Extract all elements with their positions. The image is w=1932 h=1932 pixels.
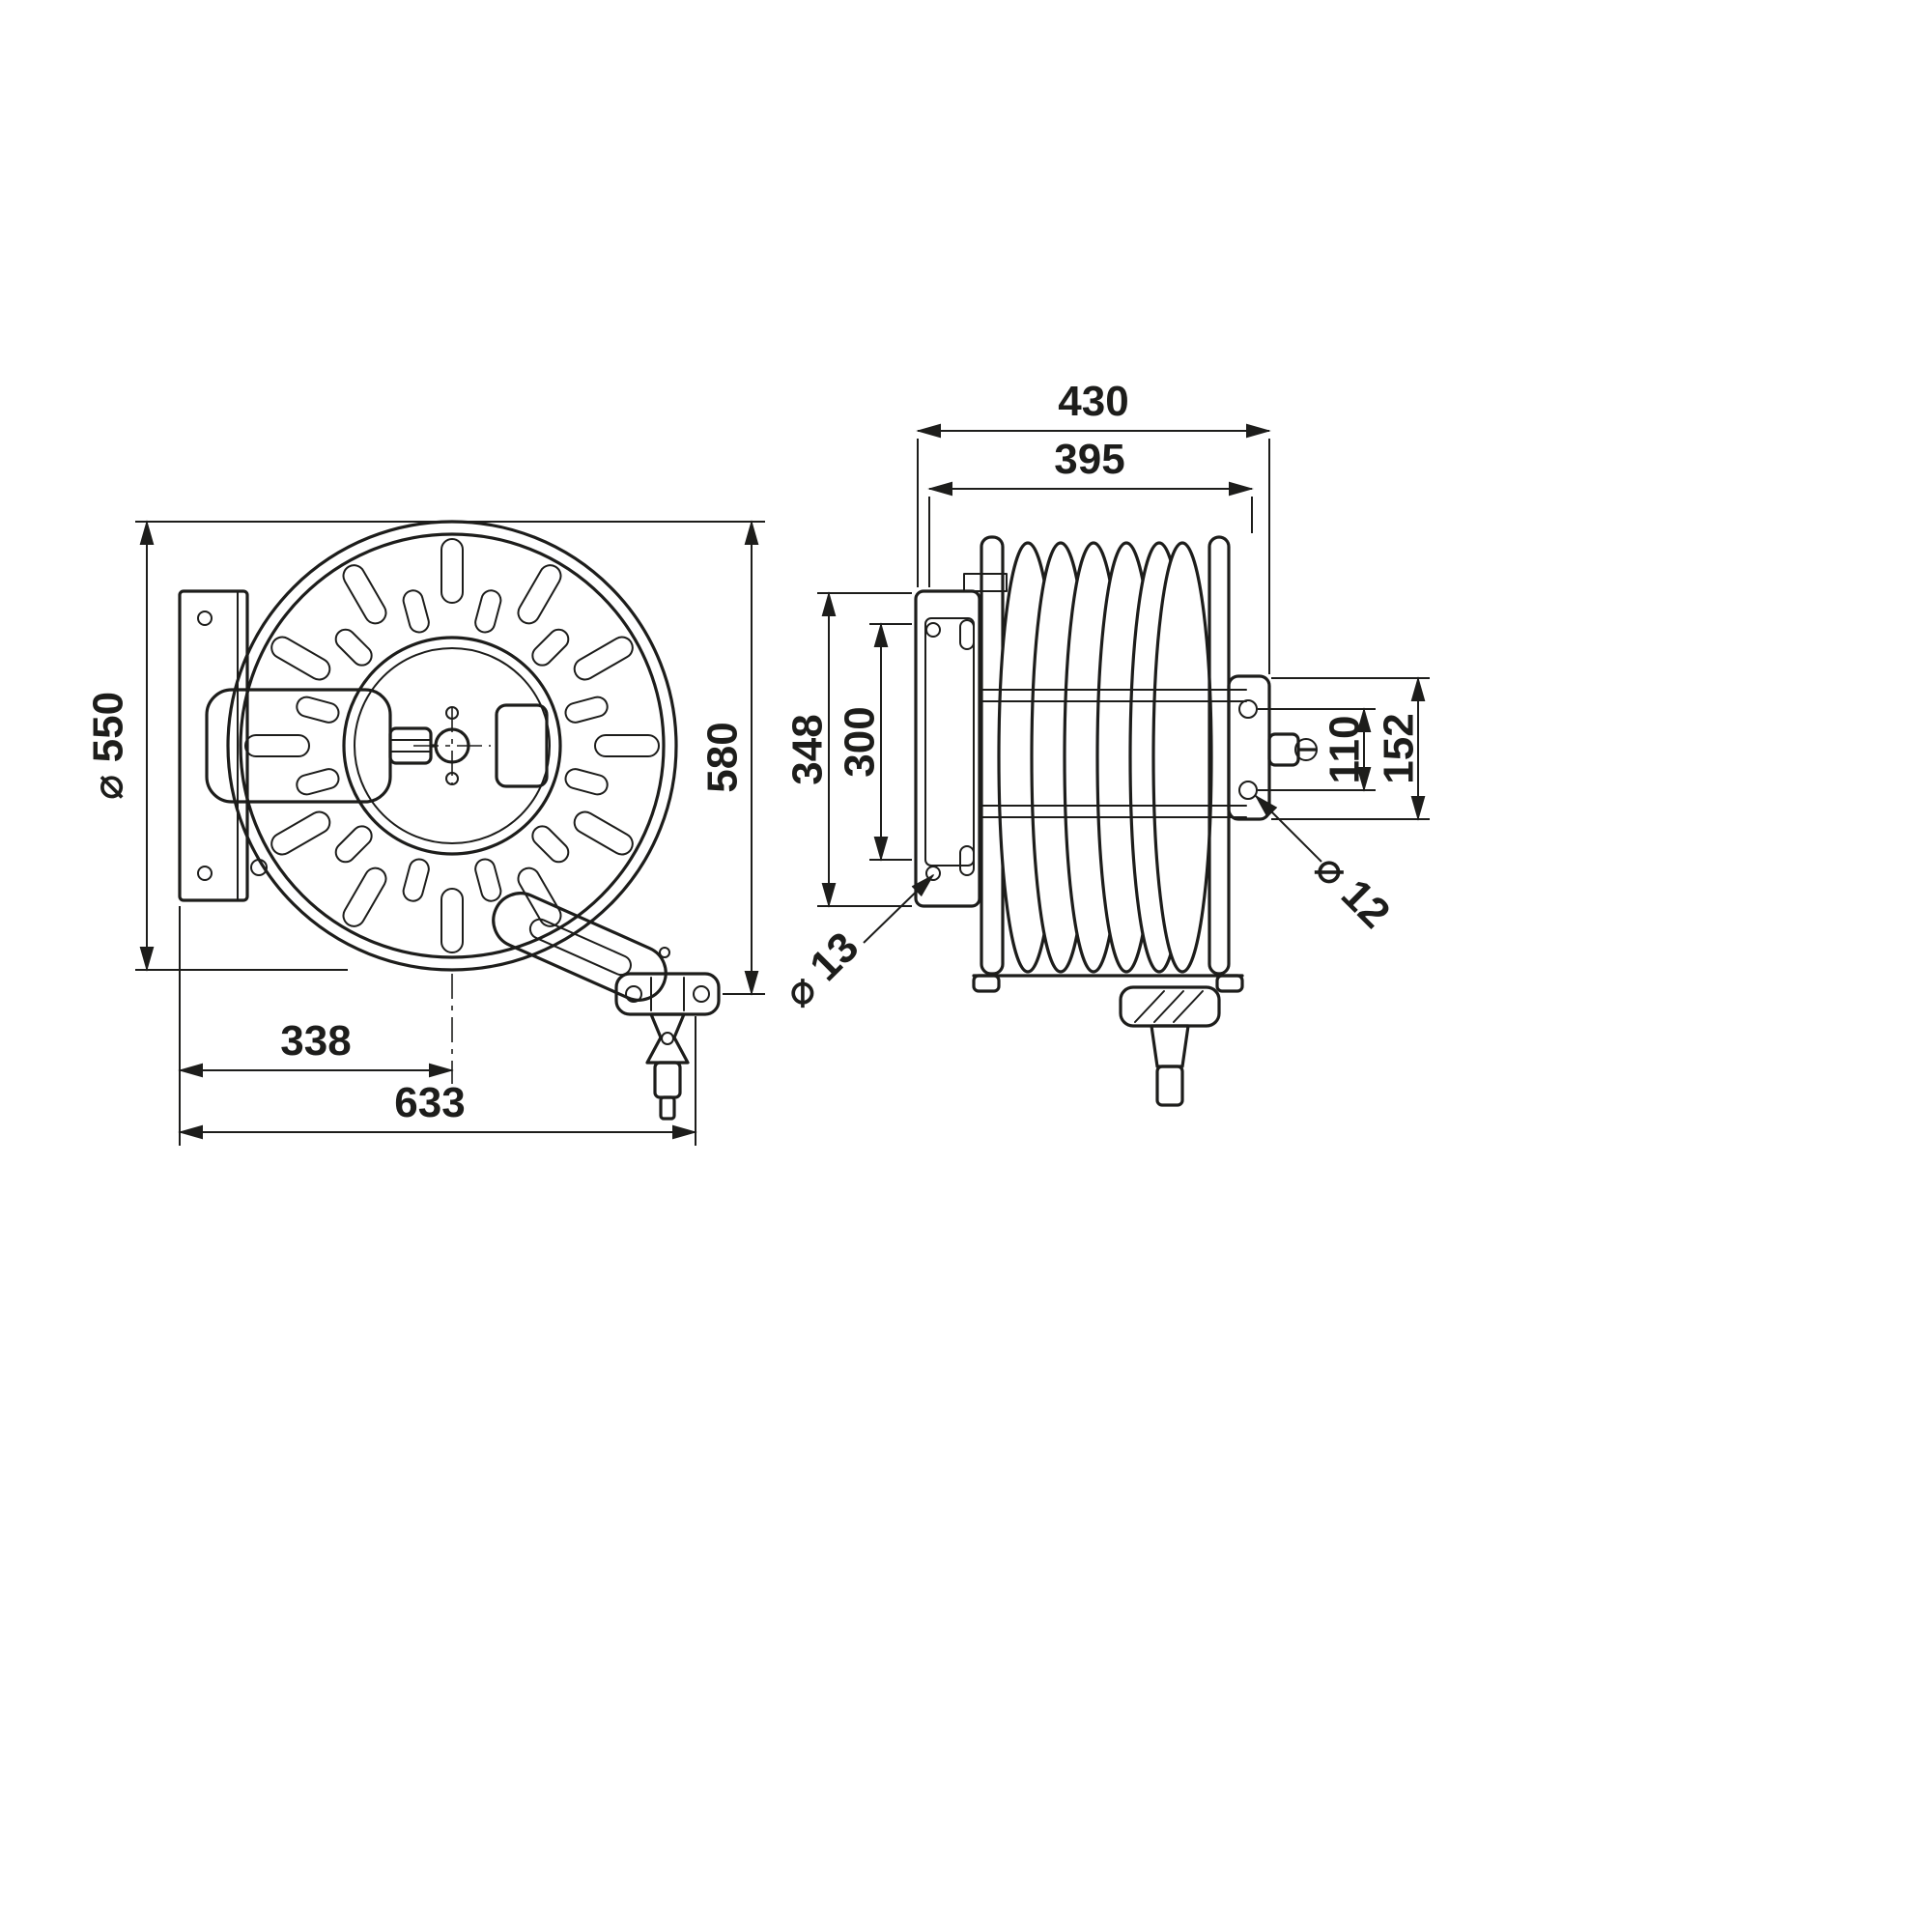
dim-side-height-bracket: 348: [784, 714, 832, 784]
rear-hole-bottom: [1238, 781, 1258, 800]
reel-hub-outer: [342, 636, 562, 856]
dim-side-height-opening: 300: [837, 706, 884, 777]
dim-front-diameter: ⌀ 550: [85, 692, 132, 800]
dim-front-offset-total: 633: [394, 1079, 465, 1126]
guide-arm: [492, 892, 668, 1002]
reel-slots: [244, 538, 660, 953]
plate-hole-bottom: [925, 866, 941, 881]
dim-hole-front-diameter: ⌀ 13: [775, 923, 868, 1017]
dim-front-offset-center: 338: [280, 1017, 351, 1065]
hose-coils: [997, 541, 1213, 974]
side-view: [914, 535, 1318, 1107]
dim-side-width-total: 430: [1058, 378, 1128, 425]
axle-stub: [1267, 732, 1300, 767]
roller-bracket: [614, 972, 721, 1016]
rear-hole-top: [1238, 699, 1258, 719]
dim-hole-rear-diameter: ⌀ 12: [1306, 844, 1400, 938]
side-wall-plate: [914, 589, 981, 908]
plate-hole-top: [925, 622, 941, 638]
reel-hub-inner: [354, 647, 551, 844]
hub-label-plate: [495, 703, 549, 788]
front-bracket-screw-top: [197, 611, 213, 626]
front-view: [178, 520, 721, 1121]
front-wall-bracket: [178, 589, 249, 902]
dim-front-height: 580: [699, 722, 747, 792]
side-hose-tail: [1150, 1024, 1190, 1068]
dim-side-pitch-bracket: 152: [1376, 713, 1423, 783]
guide-arm-pin: [659, 947, 670, 958]
front-bracket-screw-bottom: [197, 866, 213, 881]
hose-swivel: [645, 1012, 690, 1065]
plate-top-tab: [963, 573, 1008, 592]
reel-outer-rim: [226, 520, 678, 972]
rear-bracket: [1227, 674, 1271, 821]
dim-side-width-drum: 395: [1054, 436, 1124, 483]
hose-stub: [653, 1061, 682, 1099]
dim-side-pitch-holes: 110: [1321, 716, 1369, 784]
reel-inner-rim: [239, 532, 666, 959]
